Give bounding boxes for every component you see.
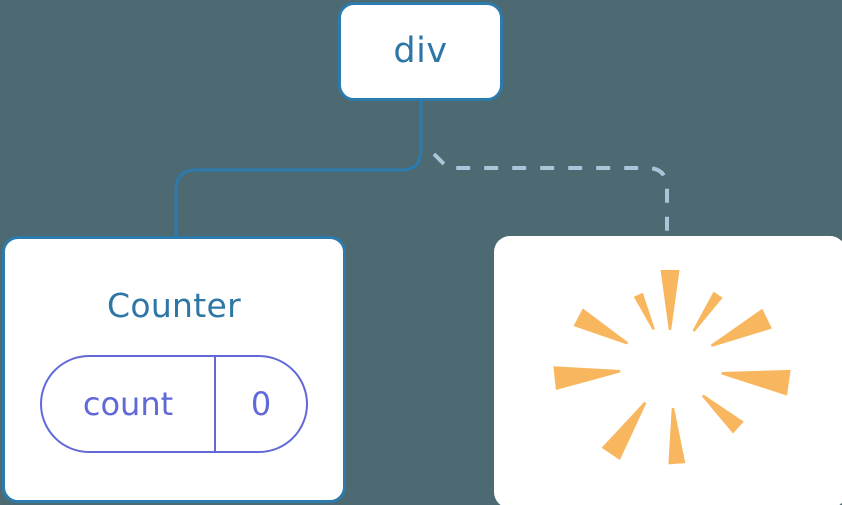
- sparkle-ray-4: [701, 394, 744, 434]
- node-counter[interactable]: Counter count 0: [2, 236, 346, 503]
- node-div[interactable]: div: [338, 2, 503, 101]
- sparkle-ray-9: [633, 292, 655, 330]
- sparkle-ray-0: [660, 270, 680, 330]
- edge-div-to-sparkle-path: [432, 152, 669, 238]
- edge-div-to-counter-path: [174, 99, 423, 240]
- state-value-label: 0: [250, 385, 272, 423]
- state-key-label: count: [82, 385, 174, 423]
- sparkle-ray-3: [721, 369, 791, 396]
- sparkle-ray-7: [553, 366, 621, 391]
- node-div-label: div: [393, 31, 448, 71]
- sparkle-ray-1: [692, 291, 723, 332]
- node-sparkle[interactable]: [494, 236, 842, 505]
- state-pill-divider: [214, 357, 216, 451]
- sparkle-rays: [553, 270, 791, 465]
- node-counter-title: Counter: [107, 286, 241, 325]
- sparkle-ray-8: [573, 308, 629, 345]
- sparkle-burst-icon: [494, 236, 842, 505]
- state-pill-count[interactable]: count 0: [40, 355, 308, 453]
- sparkle-ray-5: [668, 407, 686, 465]
- sparkle-ray-6: [601, 401, 647, 461]
- sparkle-ray-2: [710, 308, 772, 347]
